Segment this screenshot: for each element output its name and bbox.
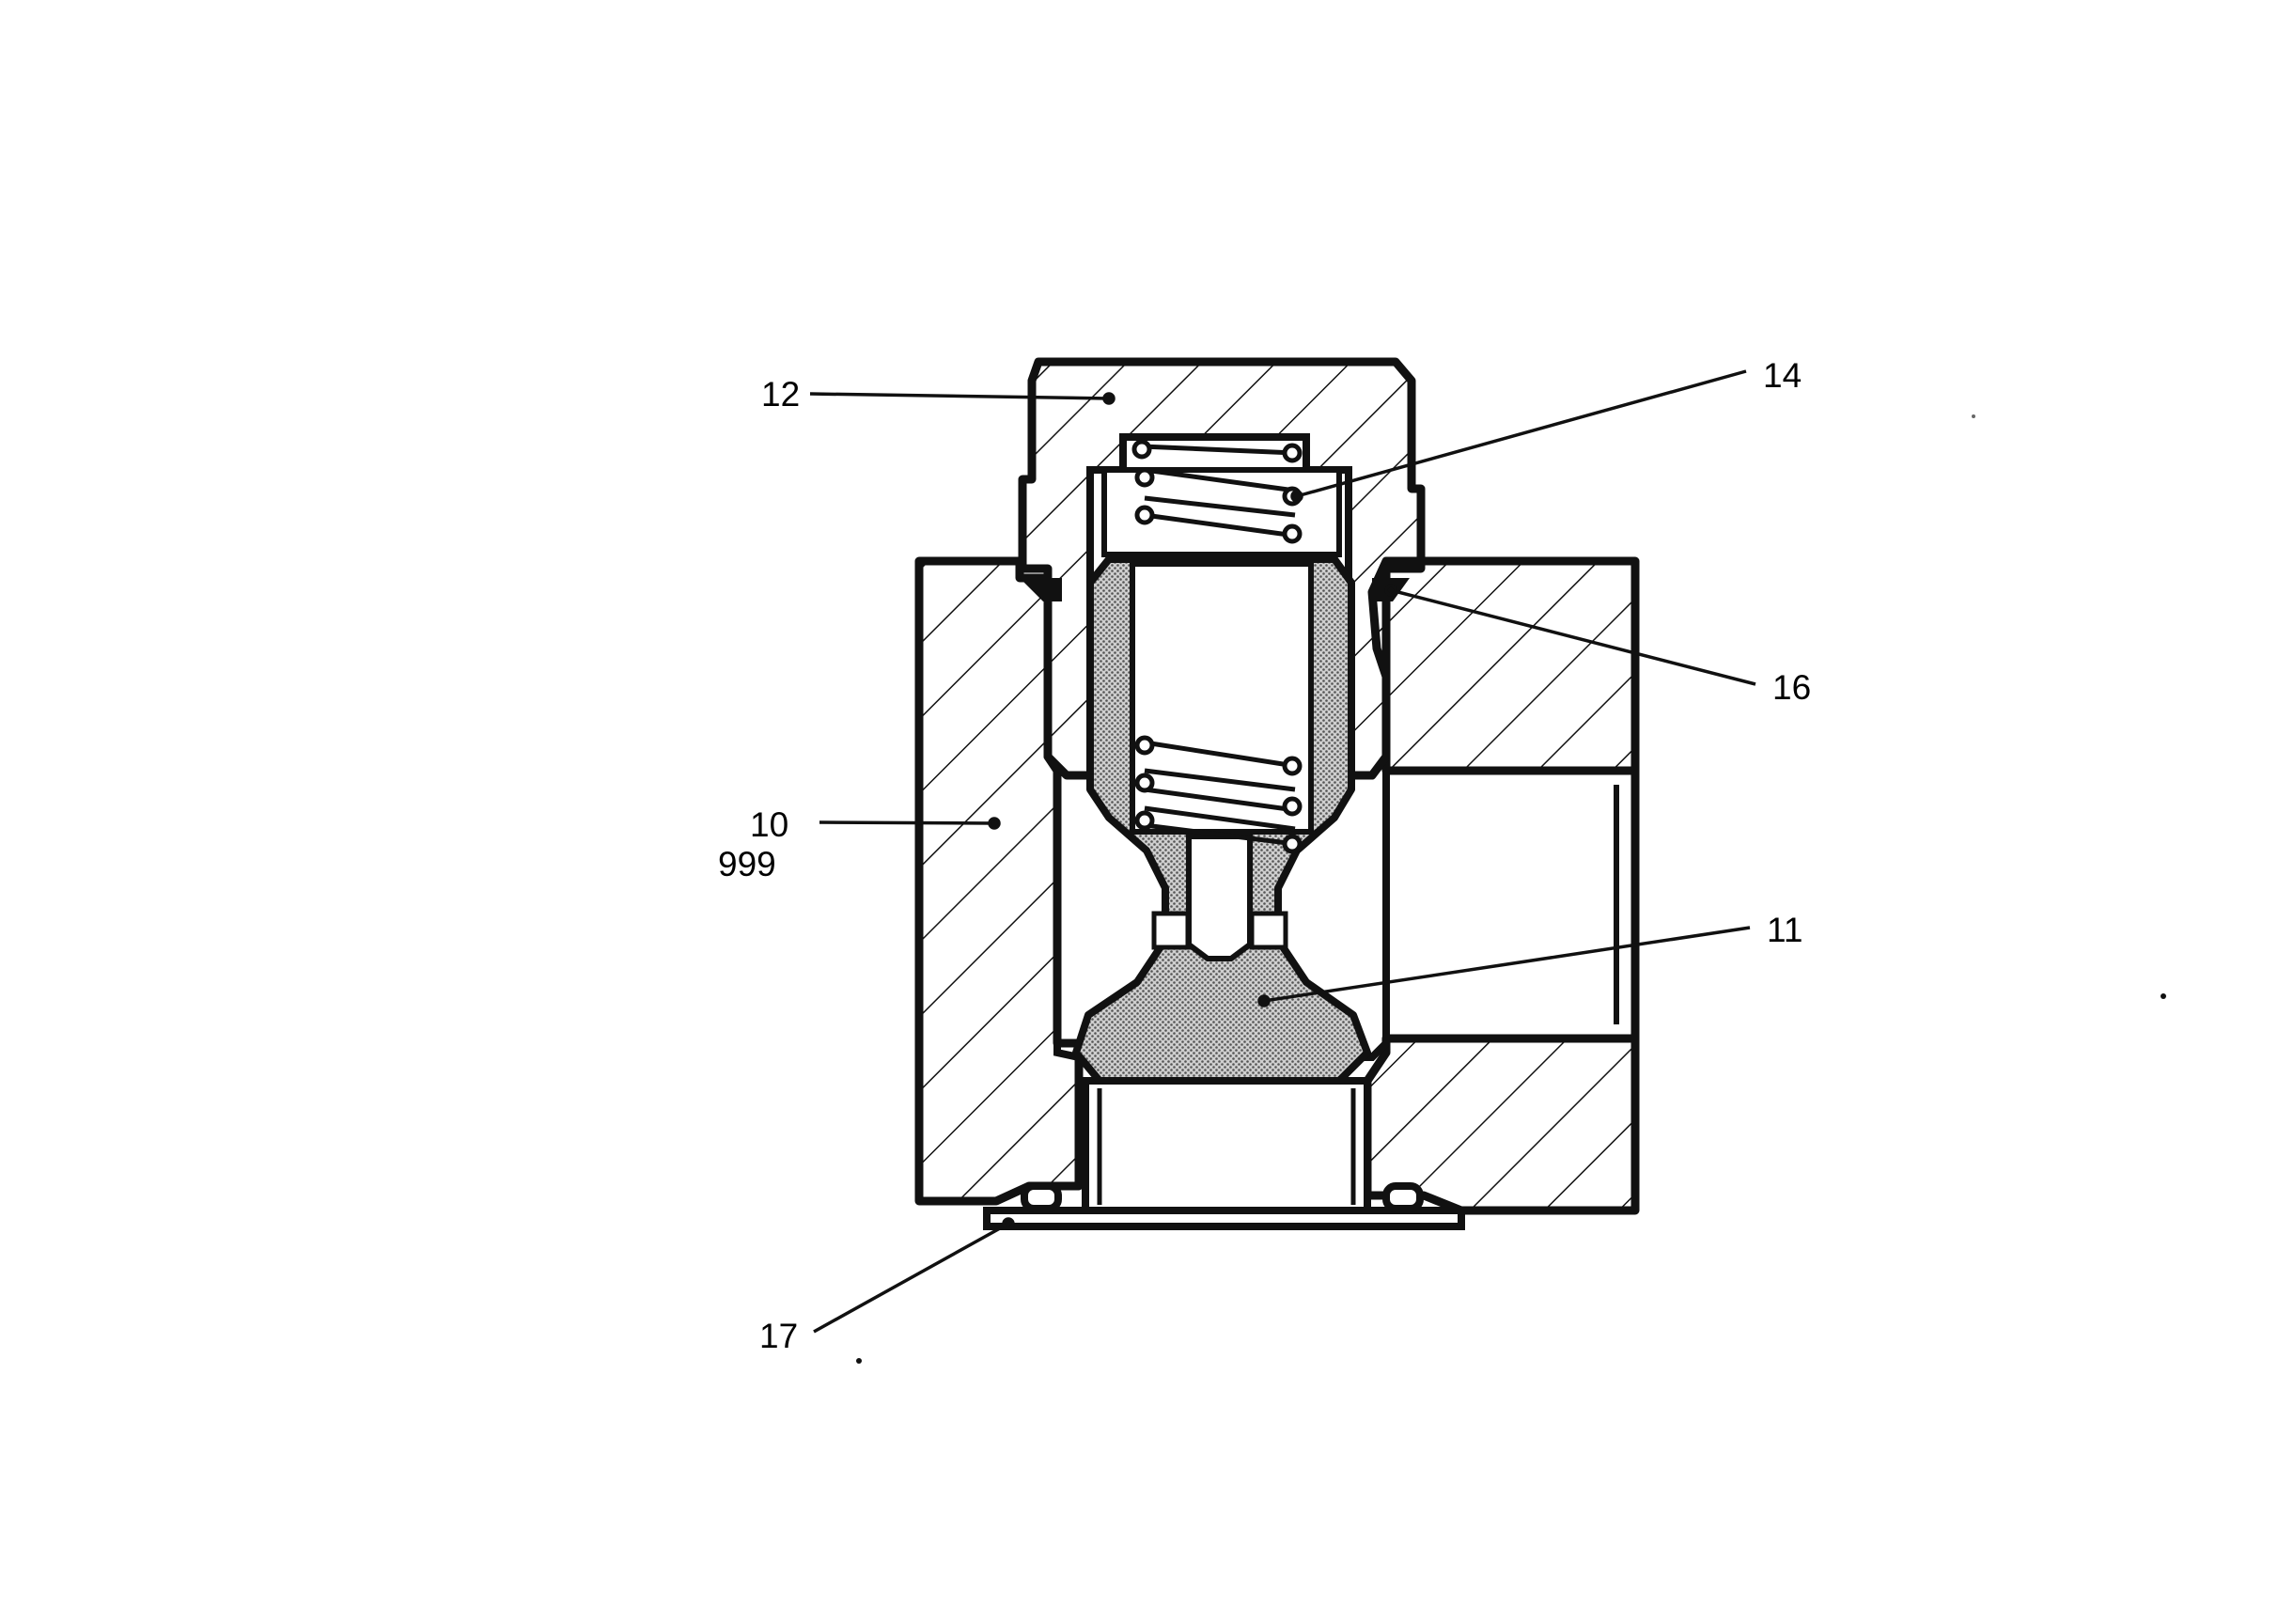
label-16: 16 [1772,668,1811,707]
label-10: 10 [750,805,788,844]
label-14: 14 [1763,356,1802,395]
label-11: 11 [1767,911,1802,949]
speck-3 [1972,414,1975,418]
label-999: 999 [718,845,776,883]
lower-seal-right [1382,1182,1424,1212]
leader-lines [809,369,1756,1334]
upper-spring [1101,439,1342,557]
speck-1 [856,1358,862,1364]
speck-2 [2161,993,2166,999]
label-12: 12 [761,375,800,414]
lower-seal-left [1021,1182,1062,1212]
lower-spring [1134,735,1303,854]
label-17: 17 [759,1317,798,1355]
